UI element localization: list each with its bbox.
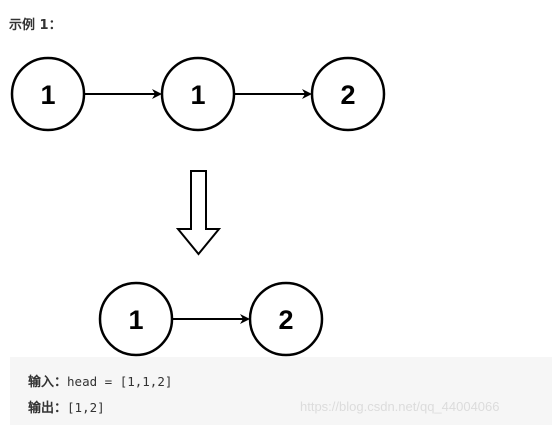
output-list: 1 2: [98, 281, 324, 357]
input-node-1-label: 1: [40, 80, 55, 110]
example-title: 示例 1：: [9, 18, 62, 33]
output-line: 输出：[1,2]: [28, 400, 105, 417]
example-code-box: 输入：head = [1,1,2] 输出：[1,2]: [10, 357, 552, 425]
input-label: 输入：: [28, 375, 68, 390]
output-node-1-label: 1: [128, 305, 143, 335]
output-node-2: 2: [248, 281, 324, 357]
output-label: 输出：: [28, 401, 68, 416]
output-node-1: 1: [98, 281, 174, 357]
input-node-1: 1: [10, 56, 86, 132]
input-line: 输入：head = [1,1,2]: [28, 374, 172, 391]
input-list: 1 1 2: [10, 56, 386, 132]
input-node-2-label: 1: [190, 80, 205, 110]
input-value: head = [1,1,2]: [67, 374, 173, 389]
watermark: https://blog.csdn.net/qq_44004066: [300, 399, 500, 414]
input-node-2: 1: [160, 56, 236, 132]
output-value: [1,2]: [67, 400, 105, 415]
transform-down-arrow: [175, 170, 222, 256]
input-node-3-label: 2: [340, 80, 355, 110]
output-node-2-label: 2: [278, 305, 293, 335]
linked-list-diagram: 1 1 2 1 2: [10, 56, 386, 357]
input-node-3: 2: [310, 56, 386, 132]
